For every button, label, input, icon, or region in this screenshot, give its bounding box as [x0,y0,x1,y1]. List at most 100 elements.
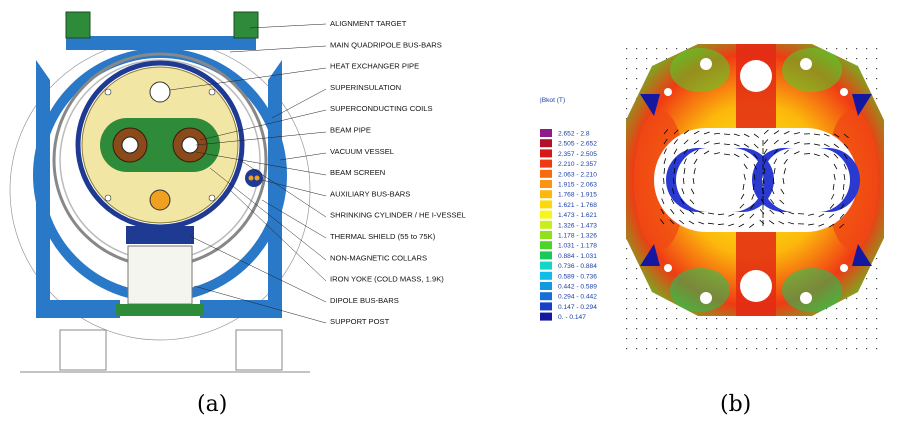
field-arrow [833,173,836,180]
field-dot [706,338,708,340]
yoke-hole [840,264,848,272]
field-dot [856,318,858,320]
legend-range: 1.326 - 1.473 [558,222,597,229]
panel-b-caption: (b) [720,392,752,417]
field-arrow [840,203,845,210]
callout-label: THERMAL SHIELD (55 to 75K) [330,232,436,241]
field-arrow [713,132,721,135]
field-dot [696,338,698,340]
field-arrow [663,167,666,175]
field-arrow [753,153,758,160]
legend-range: 1.621 - 1.768 [558,202,597,209]
field-dot [636,58,638,60]
field-dot [826,338,828,340]
field-dot [876,298,878,300]
field-arrow [751,193,755,200]
callout-label: NON-MAGNETIC COLLARS [330,253,427,262]
field-arrow [663,158,667,165]
field-arrow [763,129,769,135]
legend-range: 1.178 - 1.326 [558,233,597,240]
field-arrow [673,129,679,135]
field-dot [856,298,858,300]
field-arrow [768,220,775,225]
support-post [127,245,193,305]
field-dot [706,328,708,330]
field-dot [696,318,698,320]
field-cool-zone [670,268,730,312]
field-arrow [823,143,830,148]
field-arrow [743,163,748,170]
field-dot [856,348,858,350]
field-dot [826,348,828,350]
low-field-corner [640,94,660,116]
floor-jack-left [59,329,107,371]
field-dot [876,288,878,290]
field-arrow [833,153,839,159]
field-dot [876,328,878,330]
field-arrow [843,133,849,139]
field-dot [626,258,628,260]
vacuum-vessel-top-bar [66,36,256,50]
field-arrow [683,139,689,145]
field-dot [786,338,788,340]
field-dot [866,348,868,350]
field-arrow [679,219,685,225]
field-dot [636,308,638,310]
field-dot [796,348,798,350]
field-arrow [752,183,755,191]
field-dot [866,308,868,310]
field-dot [626,348,628,350]
field-arrow [778,220,785,225]
field-arrow [769,209,775,215]
field-arrow [773,158,778,165]
field-arrow [833,133,840,138]
callout-label: AUXILIARY BUS-BARS [330,189,410,198]
heat-exchanger-pipe [149,81,171,103]
vacuum-vessel-frame-right [200,60,282,318]
field-dot [796,338,798,340]
field-dot [626,308,628,310]
legend-title: |Bkot (T) [540,97,565,104]
field-arrow [683,129,689,135]
beam-pipe-left [121,136,139,154]
field-dot [626,98,628,100]
field-dot [856,338,858,340]
support-post-base [116,304,204,316]
dipole-cross-section-drawing [9,11,311,373]
legend-range: 2.505 - 2.652 [558,141,597,148]
field-arrow [773,139,779,145]
field-arrow [738,213,745,218]
field-dot [676,318,678,320]
field-arrow [771,188,775,195]
field-arrow [779,199,785,205]
field-dot [666,48,668,50]
legend-range: 0.294 - 0.442 [558,294,597,301]
field-arrow [843,173,846,180]
low-field-corner [852,244,872,266]
coil-right [752,148,860,212]
field-dot [626,68,628,70]
legend-swatch [540,149,552,158]
field-dot [836,328,838,330]
field-dot [626,108,628,110]
field-arrow [843,143,849,149]
auxiliary-bus-bar [248,175,254,181]
field-arrow [743,133,750,138]
field-arrow [750,203,755,210]
field-arrow [689,199,695,205]
legend-range: 2.652 - 2.8 [558,131,590,138]
field-dot [676,338,678,340]
field-dot [866,58,868,60]
field-arrow [680,198,685,205]
field-cool-zone [782,48,842,92]
field-arrow [829,203,835,209]
legend-swatch [540,241,552,250]
field-dot [756,328,758,330]
legend-range: 0.589 - 0.736 [558,273,597,280]
field-arrow [793,141,800,145]
legend-swatch [540,271,552,280]
field-dot [686,328,688,330]
callout-label: SUPERCONDUCTING COILS [330,104,433,113]
field-dot [736,338,738,340]
legend-range: 0. - 0.147 [558,314,586,321]
